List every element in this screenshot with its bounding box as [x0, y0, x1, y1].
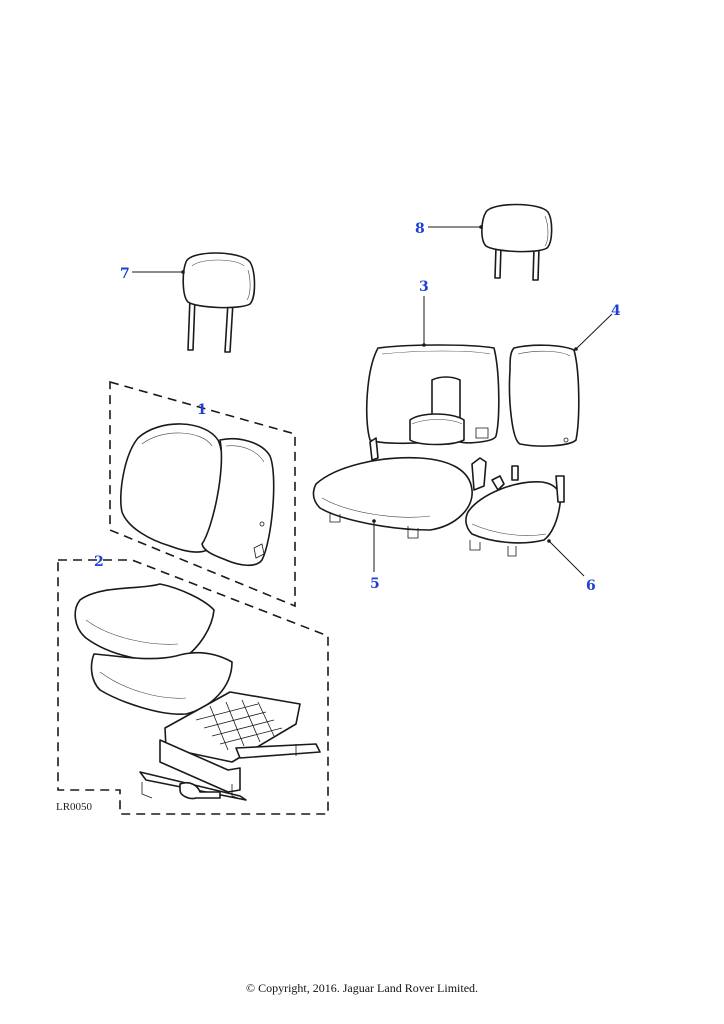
callout-7[interactable]: 7 — [120, 266, 130, 282]
front-seat-back-covers[interactable] — [119, 423, 275, 567]
callout-8[interactable]: 8 — [415, 221, 425, 237]
front-headrest[interactable] — [182, 252, 256, 353]
rear-headrest[interactable] — [481, 203, 553, 281]
callout-4[interactable]: 4 — [611, 303, 621, 319]
rear-seat-cushion-small[interactable] — [465, 465, 565, 557]
group-2-outline — [57, 559, 329, 815]
copyright-notice: © Copyright, 2016. Jaguar Land Rover Lim… — [245, 981, 479, 995]
callout-3[interactable]: 3 — [419, 279, 429, 295]
callout-5[interactable]: 5 — [370, 576, 380, 592]
front-seat-frame[interactable] — [139, 691, 321, 801]
callout-1[interactable]: 1 — [197, 402, 207, 418]
leader-lines — [132, 225, 613, 577]
callout-6[interactable]: 6 — [586, 578, 596, 594]
rear-seat-cushion-large[interactable] — [312, 437, 487, 539]
rear-seat-back-small[interactable] — [508, 344, 580, 447]
callout-2[interactable]: 2 — [94, 554, 104, 570]
group-1-outline — [109, 380, 296, 608]
rear-seat-back-large[interactable] — [365, 344, 500, 446]
diagram-reference-code: LR0050 — [56, 801, 93, 813]
front-seat-cushion[interactable] — [74, 583, 233, 715]
